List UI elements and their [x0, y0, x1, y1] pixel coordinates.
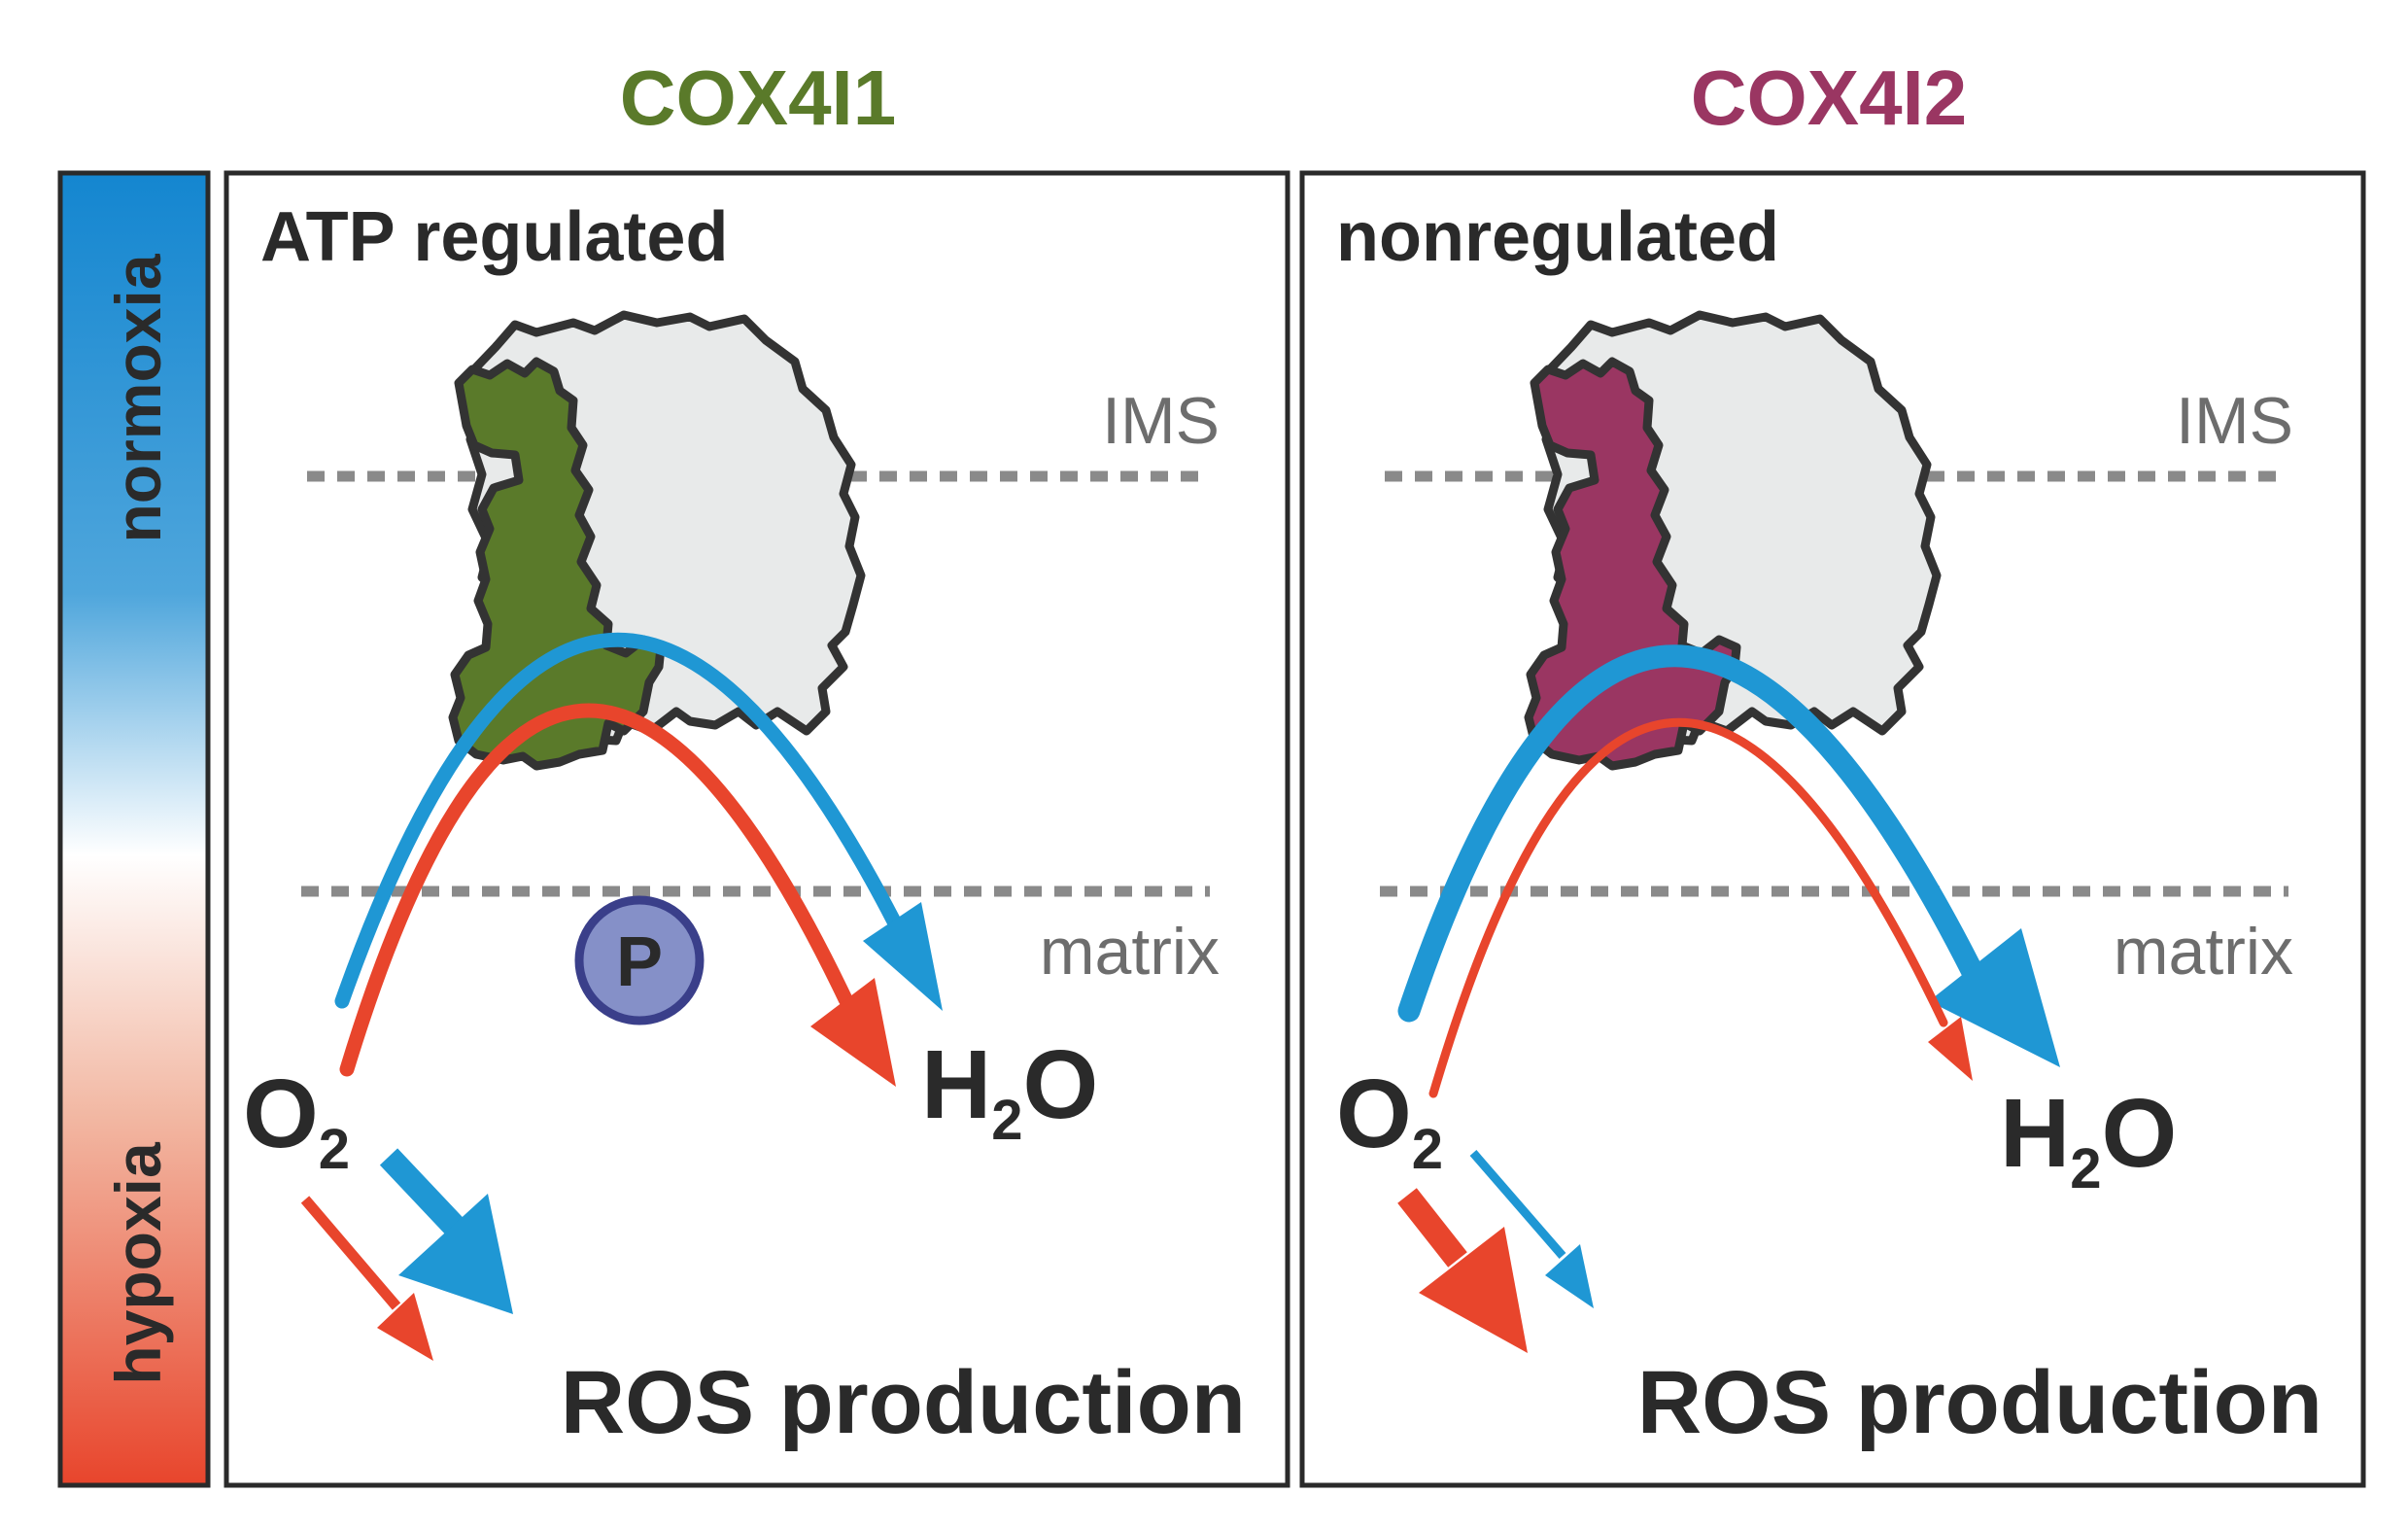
matrix-label: matrix [1040, 915, 1220, 989]
phospho-label: P [616, 923, 663, 1001]
h2o-subscript: 2 [2070, 1137, 2101, 1200]
phospho-circle [574, 895, 705, 1025]
gradient-bar-frame [57, 170, 211, 1488]
blue-o2-to-h2o-arrow [1397, 644, 1984, 1023]
blue-ros-arrowhead [1545, 1244, 1594, 1308]
oxygen-gradient-bar: normoxia hypoxia [57, 170, 211, 1488]
o2-label: O2 [243, 1060, 350, 1181]
o2-subscript: 2 [319, 1118, 350, 1181]
cox4i2-title: COX4I2 [1691, 54, 1968, 141]
blue-ros-arrow [1469, 1150, 1566, 1259]
o2-subscript: 2 [1412, 1118, 1443, 1181]
h2o-o: O [2101, 1079, 2177, 1188]
cox4i1-title: COX4I1 [620, 54, 897, 141]
red-arrowhead [1928, 1017, 1973, 1081]
blue-o2-to-h2o-arrow [334, 632, 902, 1009]
o2-main: O [1336, 1060, 1412, 1168]
h2o-h: H [2000, 1079, 2070, 1188]
blue-ros-arrowhead [398, 1194, 513, 1314]
h2o-o: O [1022, 1030, 1098, 1139]
matrix-label: matrix [2114, 915, 2293, 989]
h2o-label: H2O [2000, 1079, 2177, 1200]
ros-production-label: ROS production [561, 1353, 1246, 1452]
phosphorylation-badge: P [574, 895, 705, 1025]
h2o-subscript: 2 [991, 1089, 1022, 1152]
h2o-label: H2O [921, 1030, 1098, 1152]
red-ros-arrowhead [1419, 1227, 1528, 1353]
ros-production-label: ROS production [1637, 1353, 2322, 1452]
cox4i2-panel: nonregulated IMS matrix O2 H2O ROS produ… [1299, 170, 2366, 1488]
blue-ros-arrow [379, 1148, 464, 1235]
blue-arrowhead [1929, 928, 2060, 1067]
panel-heading: nonregulated [1336, 198, 1779, 276]
red-ros-arrow [1397, 1188, 1467, 1268]
o2-label: O2 [1336, 1060, 1443, 1181]
ims-label: IMS [2176, 384, 2293, 458]
ims-label: IMS [1102, 384, 1220, 458]
gradient-bar-fill [60, 173, 208, 1485]
h2o-h: H [921, 1030, 991, 1139]
red-o2-to-h2o-arrow [1428, 717, 1948, 1098]
hypoxia-label: hypoxia [102, 1141, 174, 1385]
blue-arrowhead [863, 902, 943, 1011]
normoxia-label: normoxia [102, 253, 174, 542]
red-ros-arrow [300, 1196, 401, 1310]
cox4i1-panel: ATP regulated IMS matrix P O2 H2O [224, 170, 1290, 1488]
panel-heading: ATP regulated [260, 198, 728, 276]
red-o2-to-h2o-arrow [339, 703, 853, 1077]
complex-iv-shape [453, 315, 861, 766]
red-ros-arrowhead [377, 1293, 433, 1361]
o2-main: O [243, 1060, 319, 1168]
red-arrowhead [810, 978, 896, 1087]
